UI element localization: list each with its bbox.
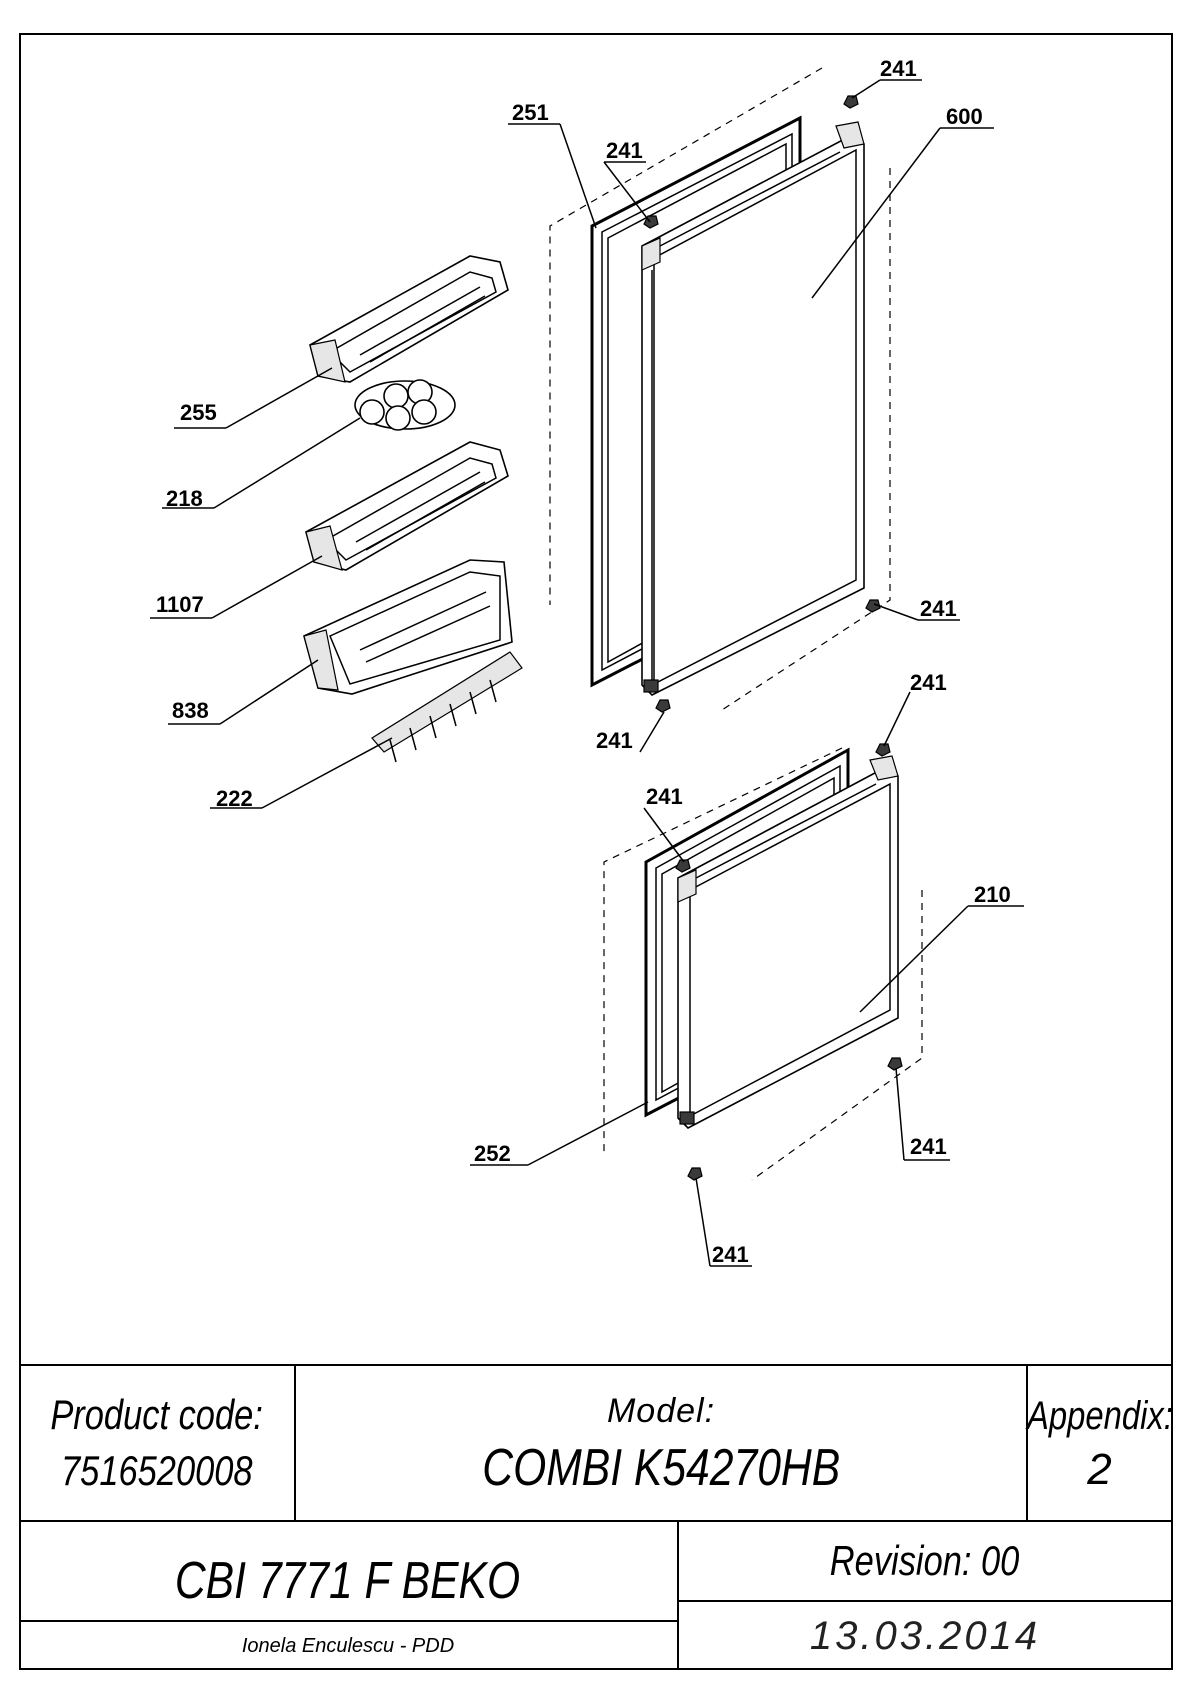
- screw-241-g: [687, 1167, 703, 1181]
- date: 13.03.2014: [809, 1614, 1041, 1658]
- callout-838: 838: [172, 698, 209, 723]
- title-block: Product code: 7516520008 Model: COMBI K5…: [19, 1364, 1173, 1670]
- callout-241-top: 241: [880, 56, 917, 81]
- callout-218: 218: [166, 486, 203, 511]
- screw-241-d: [875, 743, 891, 757]
- callout-600: 600: [946, 104, 983, 129]
- callout-251: 251: [512, 100, 549, 125]
- door-shelf-838: [303, 559, 513, 695]
- appendix-cell: Appendix: 2: [1026, 1366, 1173, 1522]
- screw-241-c: [655, 699, 671, 713]
- product-name: CBI 7771 F BEKO: [175, 1552, 521, 1610]
- callout-252: 252: [474, 1141, 511, 1166]
- upper-door-panel-600: [641, 121, 865, 696]
- callout-255: 255: [180, 400, 217, 425]
- model-value: COMBI K54270HB: [482, 1439, 840, 1497]
- callout-1107: 1107: [156, 592, 204, 617]
- screw-241-f: [887, 1057, 903, 1071]
- author-cell: Ionela Enculescu - PDD: [19, 1622, 679, 1670]
- product-name-cell: CBI 7771 F BEKO: [19, 1522, 679, 1622]
- appendix-value: 2: [1087, 1445, 1112, 1494]
- screw-241-b: [865, 599, 881, 613]
- product-code-label: Product code:: [50, 1391, 263, 1438]
- model-cell: Model: COMBI K54270HB: [296, 1366, 1028, 1522]
- callout-241-a: 241: [606, 138, 643, 163]
- bottle-guard-222: [371, 651, 523, 763]
- callout-210: 210: [974, 882, 1011, 907]
- page-frame: [19, 33, 1173, 1670]
- door-shelf-255: [309, 255, 509, 383]
- egg-tray-218: [354, 379, 456, 431]
- revision-cell: Revision: 00: [679, 1522, 1171, 1602]
- product-code-cell: Product code: 7516520008: [19, 1366, 296, 1522]
- callout-241-g: 241: [712, 1242, 749, 1267]
- screw-241-top: [843, 95, 859, 109]
- callout-241-e: 241: [646, 784, 683, 809]
- door-shelf-1107: [305, 441, 509, 571]
- lower-door-assembly: [603, 743, 923, 1181]
- screw-241-e: [675, 859, 691, 873]
- product-code-value: 7516520008: [60, 1447, 253, 1494]
- callout-241-b: 241: [920, 596, 957, 621]
- date-cell: 13.03.2014: [679, 1602, 1171, 1670]
- model-label: Model:: [606, 1392, 716, 1430]
- callout-241-d: 241: [910, 670, 947, 695]
- appendix-label: Appendix:: [1026, 1394, 1173, 1438]
- lower-door-panel-210: [677, 755, 899, 1129]
- leader-lines: [150, 79, 1024, 1267]
- callout-241-f: 241: [910, 1134, 947, 1159]
- callout-222: 222: [216, 786, 253, 811]
- revision: Revision: 00: [830, 1537, 1020, 1584]
- upper-door-assembly: [549, 67, 891, 713]
- callout-241-c: 241: [596, 728, 633, 753]
- callout-labels: 241 251 241 600 255 218 1107 241 838 241…: [156, 56, 1011, 1267]
- author: Ionela Enculescu - PDD: [241, 1635, 455, 1657]
